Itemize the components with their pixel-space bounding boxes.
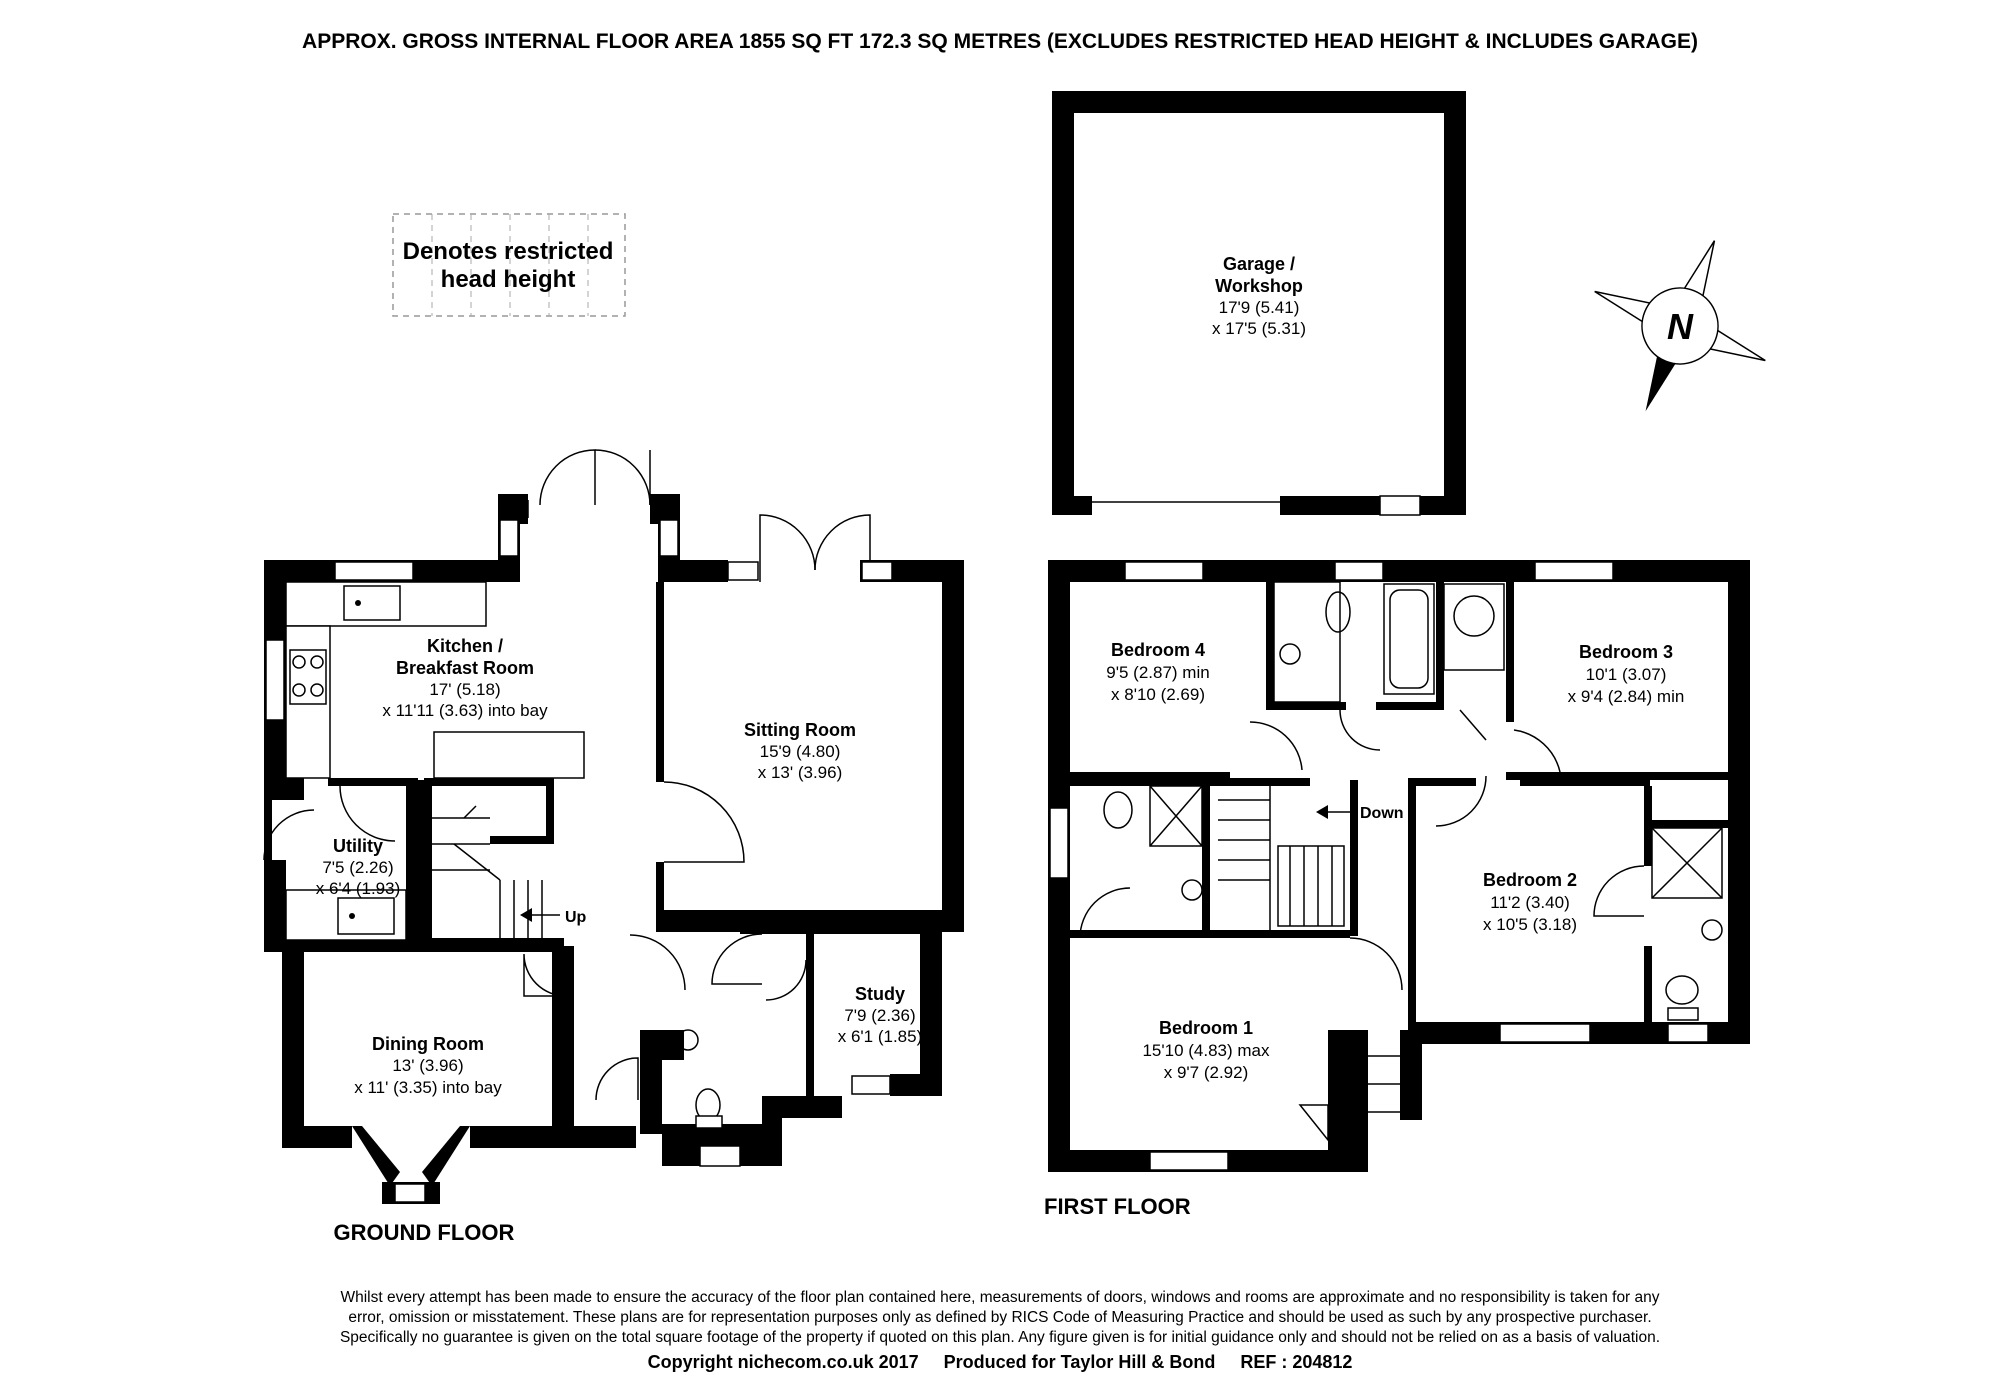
legend-line-2: head height	[441, 266, 576, 293]
disclaimer-line-3: Specifically no guarantee is given on th…	[340, 1329, 1660, 1346]
first-floor-stairs	[1218, 786, 1356, 930]
stairs-up-label: Up	[565, 909, 587, 926]
first-floor-label: FIRST FLOOR	[1044, 1194, 1191, 1219]
legend-line-1: Denotes restricted	[403, 238, 614, 265]
bedroom-2-dim-1: 11'2 (3.40)	[1490, 893, 1569, 912]
copyright-line: Copyright nichecom.co.uk 2017 Produced f…	[648, 1352, 1353, 1372]
bedroom-2-dim-2: x 10'5 (3.18)	[1483, 915, 1577, 934]
bedroom-4-name: Bedroom 4	[1111, 640, 1205, 660]
study-dim-1: 7'9 (2.36)	[844, 1006, 915, 1025]
bedroom-1-dim-2: x 9'7 (2.92)	[1164, 1063, 1249, 1082]
first-floor-walls	[1048, 560, 1750, 1172]
sitting-room-name: Sitting Room	[744, 720, 856, 740]
bedroom-1-dim-1: 15'10 (4.83) max	[1142, 1041, 1270, 1060]
bedroom-3-dim-2: x 9'4 (2.84) min	[1568, 687, 1685, 706]
restricted-height-legend: Denotes restricted head height	[392, 213, 626, 317]
ground-stairs	[432, 805, 560, 938]
kitchen-dim-2: x 11'11 (3.63) into bay	[382, 701, 548, 720]
disclaimer-line-1: Whilst every attempt has been made to en…	[340, 1289, 1659, 1306]
bedroom-3-name: Bedroom 3	[1579, 642, 1673, 662]
first-floor-fixtures	[1103, 581, 1723, 1021]
study-name: Study	[855, 984, 905, 1004]
garage-dim-2: x 17'5 (5.31)	[1212, 319, 1306, 338]
compass-icon	[1594, 240, 1766, 412]
garage-walls	[1052, 91, 1466, 516]
bedroom-4-dim-2: x 8'10 (2.69)	[1111, 685, 1205, 704]
stairs-down-label: Down	[1360, 805, 1404, 822]
study-dim-2: x 6'1 (1.85)	[838, 1027, 923, 1046]
utility-dim-2: x 6'4 (1.93)	[316, 879, 401, 898]
bedroom-3-dim-1: 10'1 (3.07)	[1586, 665, 1667, 684]
garage-name-1: Garage /	[1223, 254, 1295, 274]
sitting-room-dim-2: x 13' (3.96)	[758, 763, 843, 782]
disclaimer-line-2: error, omission or misstatement. These p…	[348, 1309, 1651, 1326]
garage-dim-1: 17'9 (5.41)	[1219, 298, 1300, 317]
kitchen-name-1: Kitchen /	[427, 636, 503, 656]
garage-name-2: Workshop	[1215, 276, 1303, 296]
kitchen-dim-1: 17' (5.18)	[429, 680, 500, 699]
utility-name: Utility	[333, 836, 383, 856]
area-heading: APPROX. GROSS INTERNAL FLOOR AREA 1855 S…	[302, 30, 1698, 53]
dining-room-dim-1: 13' (3.96)	[392, 1056, 463, 1075]
bedroom-4-dim-1: 9'5 (2.87) min	[1106, 663, 1209, 682]
bedroom-1-name: Bedroom 1	[1159, 1018, 1253, 1038]
ground-floor-fixtures	[285, 581, 723, 1129]
dining-room-dim-2: x 11' (3.35) into bay	[354, 1078, 502, 1097]
ground-floor-walls	[263, 449, 964, 1204]
sitting-room-dim-1: 15'9 (4.80)	[760, 742, 841, 761]
compass-north-label: N	[1667, 306, 1694, 347]
kitchen-name-2: Breakfast Room	[396, 658, 534, 678]
bedroom-2-name: Bedroom 2	[1483, 870, 1577, 890]
dining-room-name: Dining Room	[372, 1034, 484, 1054]
utility-dim-1: 7'5 (2.26)	[322, 858, 393, 877]
ground-floor-label: GROUND FLOOR	[334, 1220, 515, 1245]
